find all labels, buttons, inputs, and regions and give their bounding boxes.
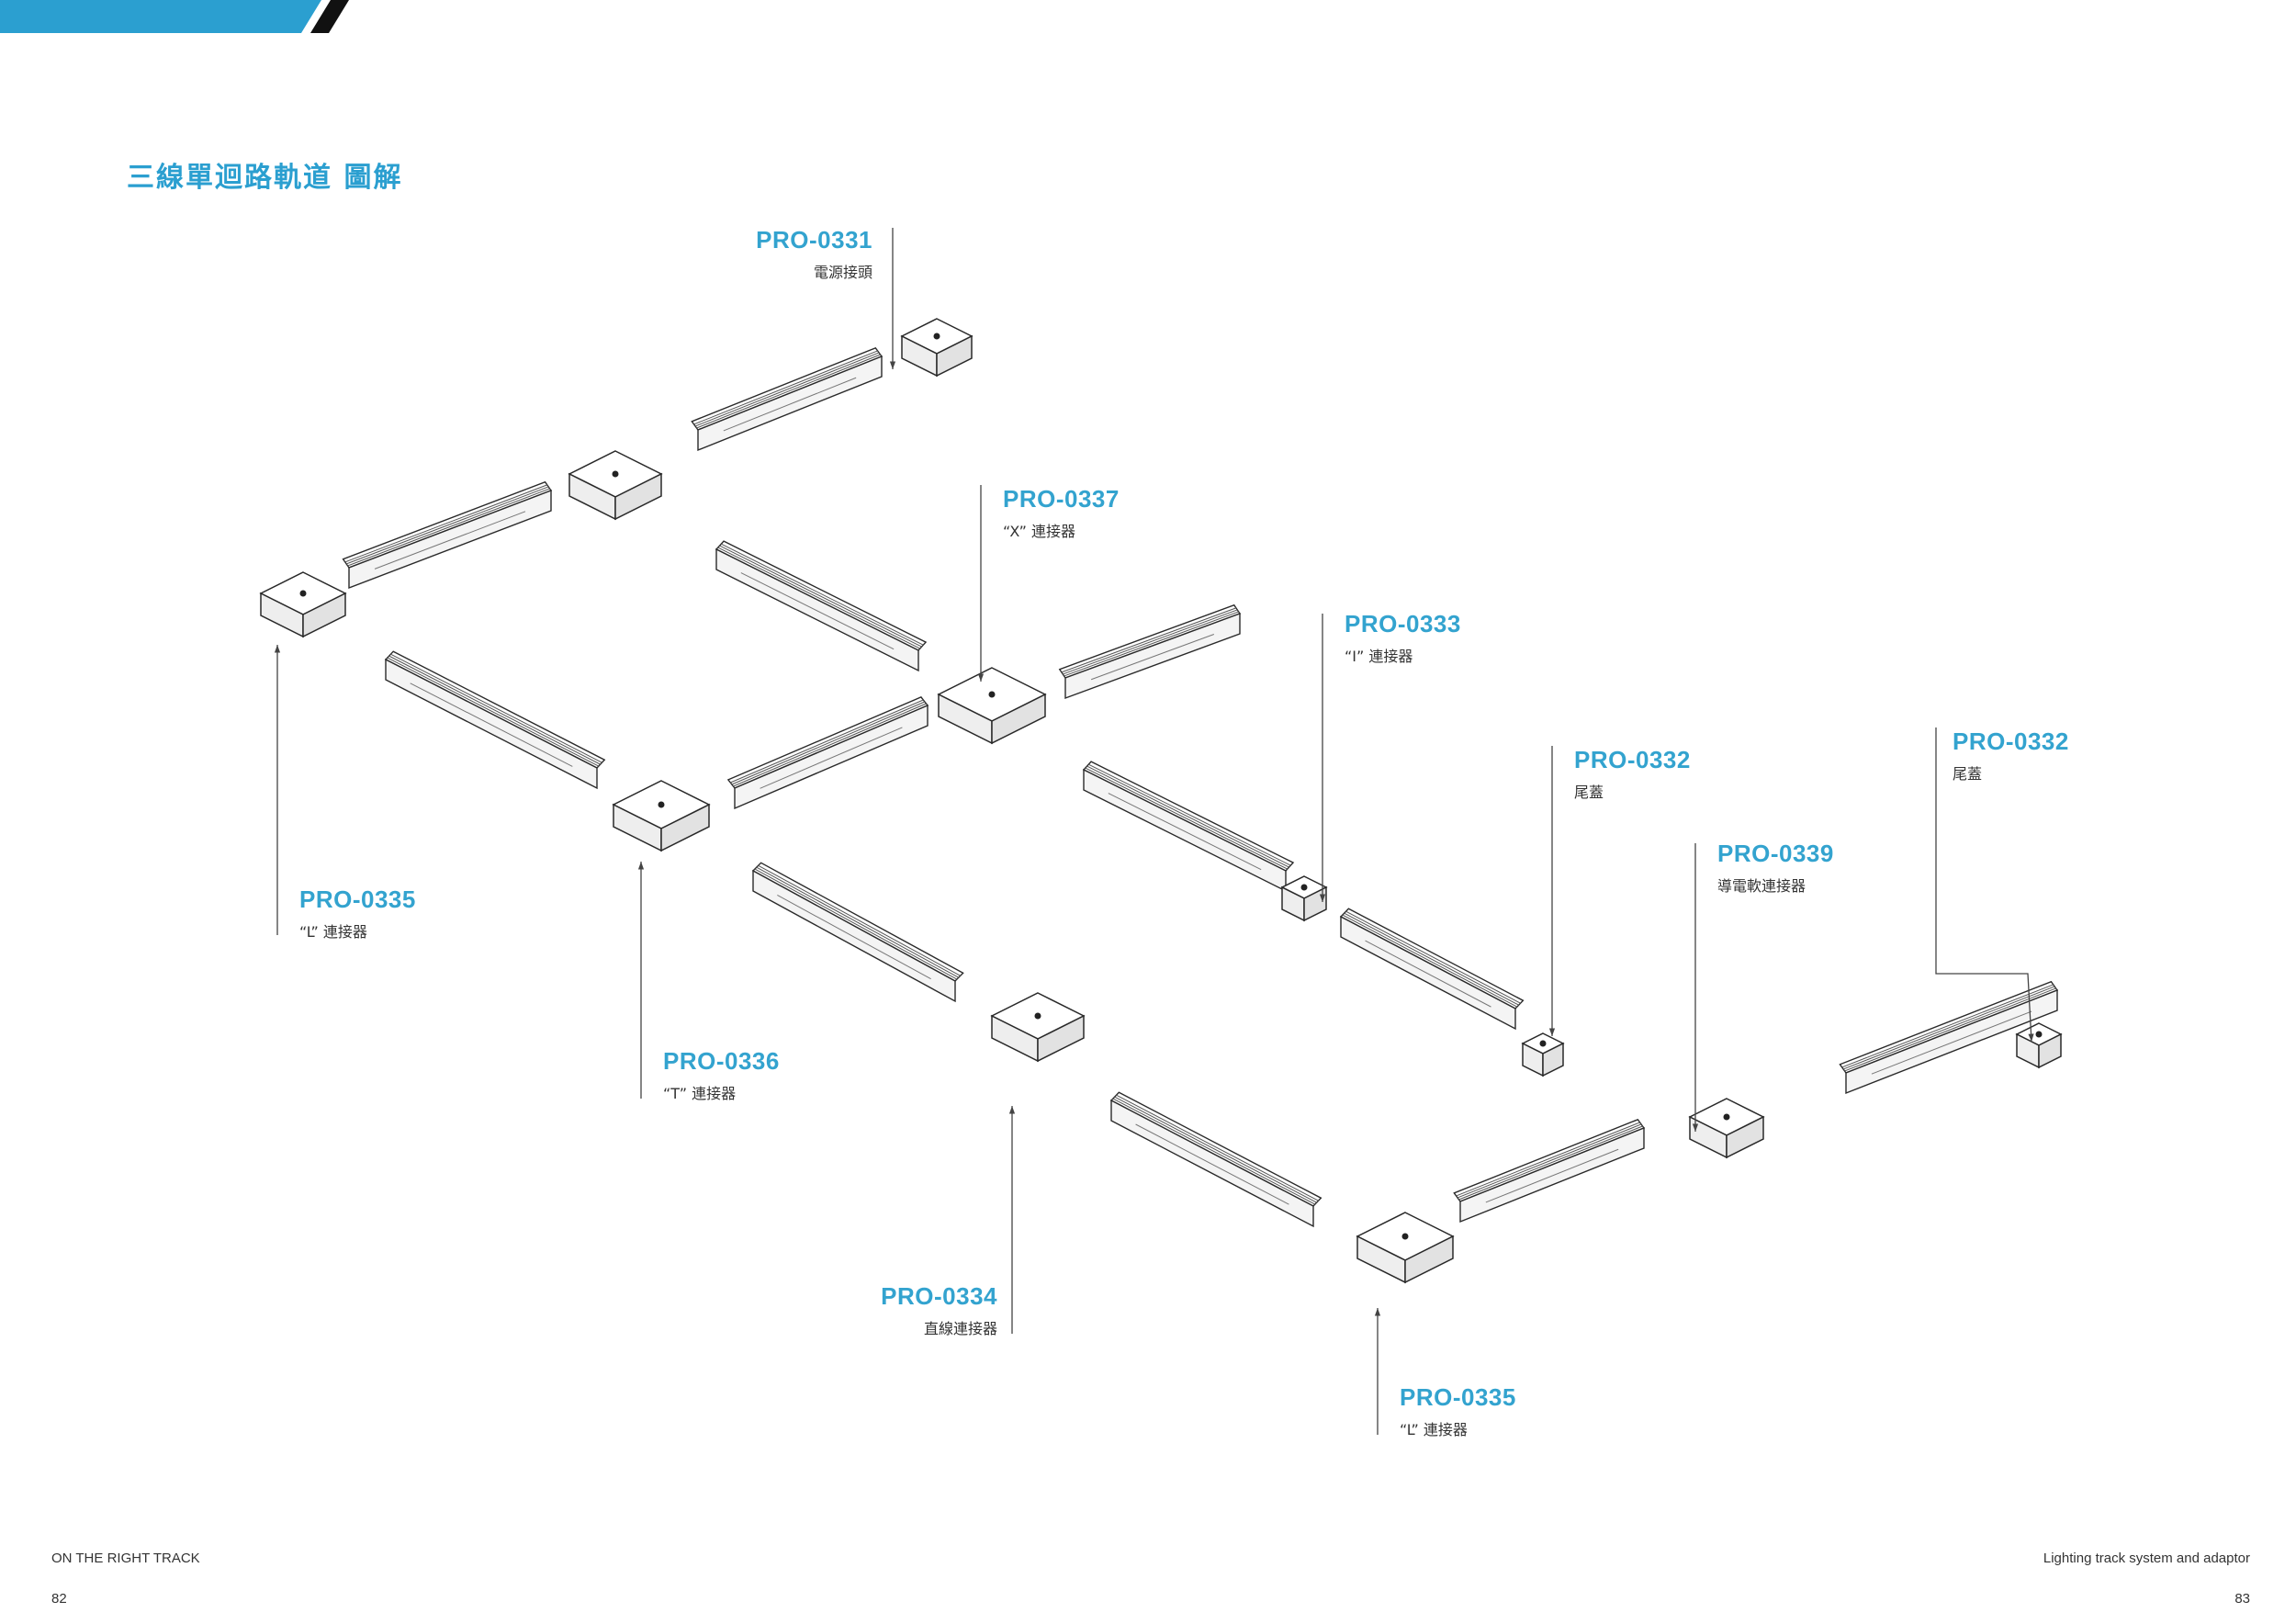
product-code: PRO-0332 (1574, 746, 1691, 773)
product-description: “X” 連接器 (1003, 523, 1076, 540)
product-description: 尾蓋 (1574, 784, 1604, 801)
leader-end-cap-2 (1935, 727, 2034, 1043)
product-description: “I” 連接器 (1345, 648, 1413, 665)
track-rail (1109, 1091, 1322, 1228)
callout-l-connector-2: PRO-0335 “L” 連接器 (1400, 1383, 1516, 1439)
product-description: “L” 連接器 (1400, 1421, 1468, 1438)
track-rail (751, 862, 964, 1003)
track-rail (1058, 603, 1242, 700)
product-code: PRO-0334 (881, 1282, 997, 1310)
l-connector-bottom (1356, 1212, 1455, 1284)
product-description: “L” 連接器 (299, 923, 367, 941)
leader-flexible-connector (1692, 843, 1699, 1132)
callout-t-connector: PRO-0336 “T” 連接器 (663, 1047, 780, 1103)
product-code: PRO-0336 (663, 1047, 780, 1075)
leader-l-connector-2 (1374, 1308, 1381, 1435)
track-rail (726, 696, 929, 810)
footer-left-label: ON THE RIGHT TRACK (51, 1551, 200, 1566)
footer-left-page: 82 (51, 1591, 67, 1607)
callout-end-cap-2: PRO-0332 尾蓋 (1953, 727, 2069, 784)
leader-i-connector (1319, 614, 1326, 902)
power-connector (900, 318, 974, 378)
corner-banner (0, 0, 349, 33)
callout-l-connector-1: PRO-0335 “L” 連接器 (299, 885, 416, 942)
product-description: 電源接頭 (813, 264, 872, 281)
product-code: PRO-0337 (1003, 485, 1120, 513)
t-connector-left (612, 780, 711, 852)
product-description: 導電軟連接器 (1717, 877, 1806, 895)
end-cap-piece (1521, 1032, 1565, 1077)
product-code: PRO-0335 (299, 885, 416, 913)
page-title: 三線單迴路軌道 圖解 (127, 162, 403, 194)
footer-right-page: 83 (2234, 1591, 2250, 1607)
callout-power-connector: PRO-0331 電源接頭 (716, 226, 872, 282)
leader-t-connector (637, 862, 645, 1099)
track-rail (1082, 761, 1295, 893)
t-connector-top (568, 450, 663, 521)
track-rail (342, 480, 553, 590)
product-description: 直線連接器 (923, 1320, 997, 1337)
track-rail (384, 650, 606, 790)
product-code: PRO-0339 (1717, 840, 1834, 867)
product-code: PRO-0332 (1953, 727, 2069, 755)
flexible-connector (1688, 1098, 1765, 1159)
track-rail (715, 540, 928, 672)
track-rail (691, 346, 884, 452)
footer-right-label: Lighting track system and adaptor (2043, 1551, 2250, 1566)
x-connector (937, 667, 1047, 745)
product-code: PRO-0333 (1345, 610, 1461, 637)
track-rail (1453, 1118, 1646, 1224)
track-rail (1839, 980, 2059, 1095)
callout-end-cap-1: PRO-0332 尾蓋 (1574, 746, 1691, 802)
leader-power-connector (889, 228, 896, 369)
leader-straight-connector (1008, 1106, 1016, 1334)
product-description: “T” 連接器 (663, 1085, 737, 1102)
track-rail (1339, 908, 1525, 1031)
i-connector (1280, 875, 1328, 922)
product-description: 尾蓋 (1953, 765, 1983, 783)
leader-end-cap-1 (1548, 746, 1556, 1036)
callout-i-connector: PRO-0333 “I” 連接器 (1345, 610, 1461, 666)
callout-straight-connector: PRO-0334 直線連接器 (841, 1282, 997, 1338)
leader-l-connector-1 (274, 645, 281, 935)
product-code: PRO-0335 (1400, 1383, 1516, 1411)
end-cap-right (2015, 1022, 2063, 1069)
straight-connector (990, 992, 1086, 1063)
leader-x-connector (977, 485, 985, 682)
product-code: PRO-0331 (756, 226, 872, 254)
l-connector-upper-left (259, 571, 347, 638)
callout-flexible-connector: PRO-0339 導電軟連接器 (1717, 840, 1834, 896)
callout-x-connector: PRO-0337 “X” 連接器 (1003, 485, 1120, 541)
